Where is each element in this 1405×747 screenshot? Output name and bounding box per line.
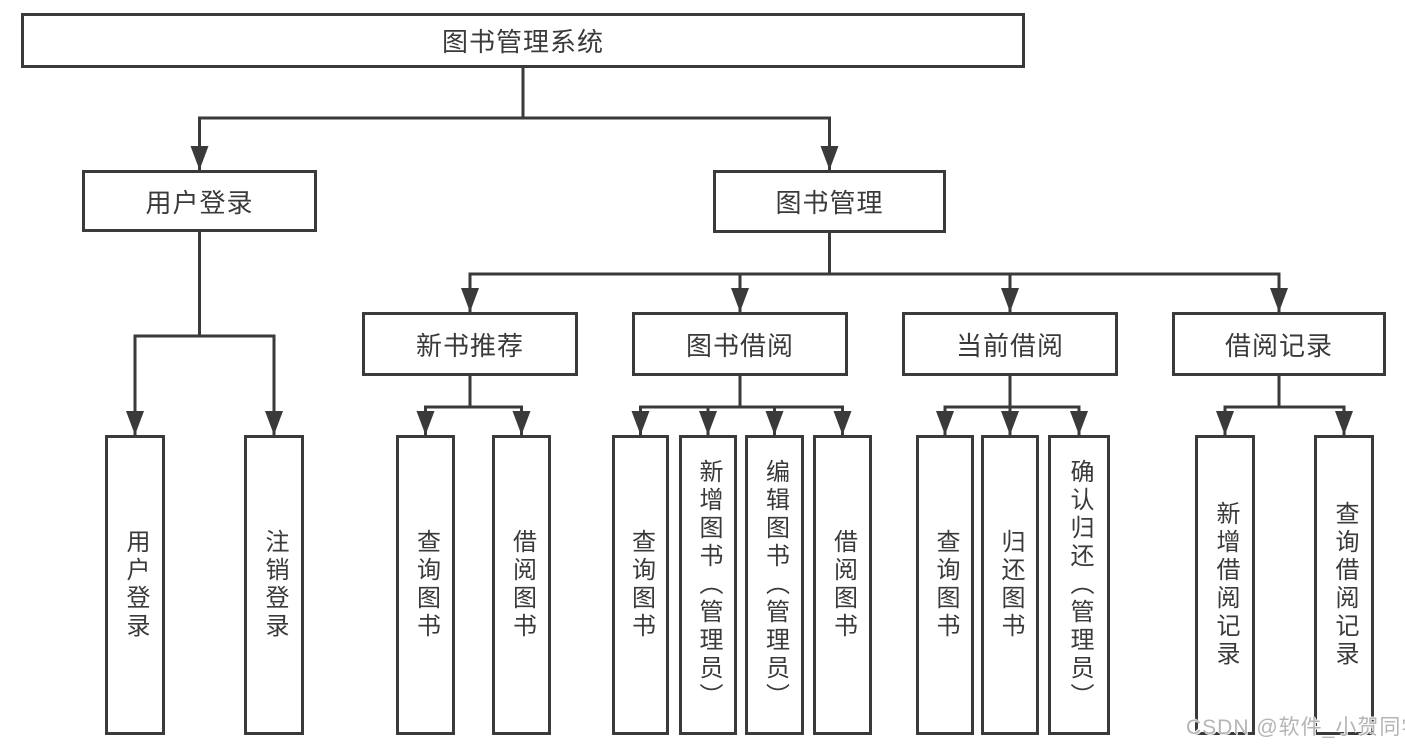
node-user-login-label: 用户登录 — [145, 187, 254, 218]
leaf-records-add-record-label: 新增借阅记录 — [1212, 501, 1239, 669]
leaf-logout-label: 注销登录 — [261, 529, 288, 641]
node-new-book-recommend: 新书推荐 — [362, 312, 578, 376]
leaf-current-confirm-return-admin: 确认归还（管理员） — [1048, 435, 1110, 735]
leaf-user-login-label: 用户登录 — [122, 529, 149, 641]
node-book-management: 图书管理 — [713, 170, 946, 233]
leaf-current-return-books: 归还图书 — [981, 435, 1039, 735]
leaf-user-login: 用户登录 — [105, 435, 165, 735]
leaf-recommend-borrow-books: 借阅图书 — [492, 435, 551, 735]
node-book-borrow: 图书借阅 — [632, 312, 848, 376]
leaf-borrow-add-books-admin: 新增图书（管理员） — [679, 435, 737, 735]
leaf-borrow-borrow-books-label: 借阅图书 — [829, 529, 857, 641]
node-library-system-label: 图书管理系统 — [441, 27, 604, 57]
leaf-current-query-books: 查询图书 — [916, 435, 974, 735]
leaf-borrow-query-books-label: 查询图书 — [627, 529, 655, 641]
leaf-borrow-edit-books-admin: 编辑图书（管理员） — [745, 435, 804, 735]
leaf-borrow-borrow-books: 借阅图书 — [813, 435, 872, 735]
node-book-management-label: 图书管理 — [775, 188, 884, 218]
leaf-borrow-query-books: 查询图书 — [612, 435, 669, 735]
csdn-watermark: CSDN @软件_小贺同学 — [1186, 716, 1405, 739]
node-borrow-records-label: 借阅记录 — [1224, 330, 1333, 361]
leaf-recommend-query-books-label: 查询图书 — [412, 529, 440, 641]
leaf-records-query-record: 查询借阅记录 — [1314, 435, 1374, 735]
node-current-borrow-label: 当前借阅 — [955, 330, 1064, 361]
leaf-current-query-books-label: 查询图书 — [932, 529, 959, 641]
leaf-recommend-query-books: 查询图书 — [396, 435, 455, 735]
node-borrow-records: 借阅记录 — [1172, 312, 1386, 376]
node-current-borrow: 当前借阅 — [902, 312, 1118, 376]
arrowhead-icons — [126, 146, 1353, 435]
leaf-borrow-add-books-admin-label: 新增图书（管理员） — [695, 459, 722, 711]
connector-paths — [133, 68, 1346, 435]
leaf-logout: 注销登录 — [244, 435, 304, 735]
leaf-current-return-books-label: 归还图书 — [997, 529, 1024, 641]
node-library-system: 图书管理系统 — [21, 13, 1025, 68]
node-new-book-recommend-label: 新书推荐 — [415, 330, 524, 361]
leaf-records-add-record: 新增借阅记录 — [1195, 435, 1255, 735]
leaf-current-confirm-return-admin-label: 确认归还（管理员） — [1066, 459, 1093, 711]
leaf-records-query-record-label: 查询借阅记录 — [1331, 501, 1358, 669]
leaf-recommend-borrow-books-label: 借阅图书 — [508, 529, 536, 641]
node-user-login: 用户登录 — [82, 170, 317, 232]
node-book-borrow-label: 图书借阅 — [685, 330, 794, 361]
leaf-borrow-edit-books-admin-label: 编辑图书（管理员） — [761, 459, 789, 711]
